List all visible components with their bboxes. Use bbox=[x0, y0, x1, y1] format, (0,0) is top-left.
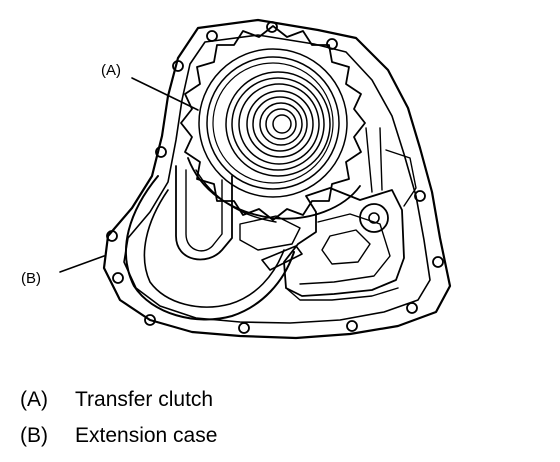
legend-key: (A) bbox=[20, 388, 48, 411]
oil-passage bbox=[175, 165, 233, 261]
transfer-case-diagram bbox=[59, 18, 452, 340]
pivot-boss bbox=[359, 203, 389, 233]
legend-key: (B) bbox=[20, 424, 48, 447]
legend-text: Extension case bbox=[75, 424, 218, 447]
legend-item: (B) Extension case bbox=[20, 421, 540, 457]
legend-item: (A) Transfer clutch bbox=[20, 385, 540, 421]
extension-case-bowl bbox=[125, 175, 295, 321]
leader-line-a bbox=[131, 77, 199, 111]
extension-case-rim bbox=[143, 189, 285, 308]
callout-label-a: (A) bbox=[101, 62, 121, 79]
legend-text: Transfer clutch bbox=[75, 388, 214, 411]
valve-body bbox=[283, 187, 405, 297]
case-outer-flange bbox=[102, 18, 452, 340]
callout-label-b: (B) bbox=[21, 270, 41, 287]
clutch-guide bbox=[187, 157, 361, 220]
legend: (A) Transfer clutch (B) Extension case bbox=[20, 385, 540, 457]
transfer-clutch-teeth bbox=[180, 25, 366, 221]
bolt-holes bbox=[106, 21, 444, 334]
leader-line-b bbox=[59, 255, 105, 273]
transfer-clutch bbox=[198, 48, 348, 198]
case-inner-face bbox=[123, 34, 431, 324]
